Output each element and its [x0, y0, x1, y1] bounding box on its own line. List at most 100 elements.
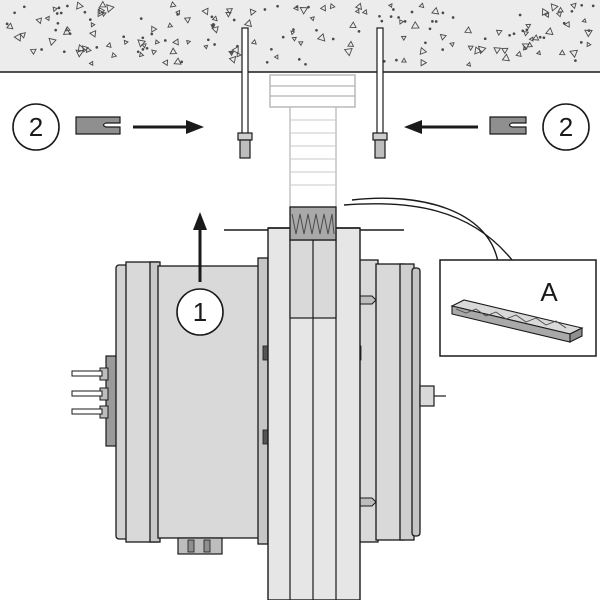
- speckle: [211, 24, 215, 28]
- speckle: [349, 21, 357, 29]
- speckle: [329, 2, 336, 10]
- speckle: [62, 50, 66, 54]
- speckle: [201, 7, 209, 16]
- speckle: [161, 59, 169, 67]
- speckle: [83, 10, 87, 14]
- step-1-marker: 1: [176, 288, 224, 336]
- speckle: [319, 4, 327, 12]
- speckle: [210, 15, 214, 19]
- speckle: [55, 12, 59, 15]
- speckle: [563, 21, 570, 28]
- speckle: [273, 54, 279, 60]
- speckle: [347, 40, 355, 47]
- speckle: [464, 26, 473, 34]
- callout-detail-box: A: [439, 259, 597, 357]
- speckle: [420, 58, 428, 67]
- speckle: [203, 44, 209, 50]
- speckle: [141, 36, 145, 40]
- speckle: [389, 15, 393, 18]
- speckle: [225, 8, 234, 15]
- speckle: [225, 12, 232, 18]
- speckle: [13, 11, 16, 15]
- speckle: [297, 41, 304, 47]
- speckle: [206, 38, 210, 42]
- speckle: [98, 0, 107, 8]
- speckle: [315, 28, 318, 32]
- speckle: [465, 61, 472, 67]
- step-2-right-marker: 2: [542, 103, 590, 151]
- speckle: [428, 27, 432, 31]
- speckle: [52, 6, 59, 13]
- speckle: [57, 6, 61, 10]
- speckle: [136, 50, 140, 54]
- speckle: [451, 16, 455, 19]
- arrow-left-icon: [404, 120, 478, 134]
- slotted-washer-left: [75, 116, 121, 135]
- callout-leader: [343, 197, 513, 263]
- speckle: [151, 49, 158, 56]
- speckle: [85, 46, 92, 54]
- speckle: [169, 1, 177, 8]
- threaded-rod-right: [372, 27, 388, 159]
- speckle: [62, 27, 72, 36]
- speckle: [22, 5, 26, 9]
- speckle: [307, 5, 310, 9]
- speckle: [586, 41, 592, 48]
- speckle: [304, 62, 307, 66]
- speckle: [77, 43, 86, 53]
- speckle: [387, 3, 393, 9]
- slotted-washer-right: [489, 116, 527, 135]
- speckle: [441, 48, 445, 51]
- speckle: [122, 35, 126, 39]
- speckle: [361, 8, 368, 15]
- speckle: [501, 47, 509, 55]
- speckle: [265, 60, 269, 64]
- speckle: [441, 11, 445, 15]
- speckle: [343, 47, 353, 57]
- speckle: [535, 50, 542, 56]
- speckle: [172, 38, 179, 46]
- speckle: [54, 28, 58, 32]
- damper-housing-right: [355, 259, 446, 543]
- speckle: [281, 35, 285, 39]
- speckle: [75, 49, 85, 58]
- speckle: [541, 7, 550, 16]
- speckle: [515, 50, 522, 58]
- speckle: [410, 20, 420, 29]
- damper-housing: [71, 257, 269, 555]
- speckle: [150, 32, 154, 36]
- speckle: [123, 39, 129, 46]
- speckle: [88, 60, 94, 66]
- speckle: [81, 45, 90, 53]
- speckle: [250, 38, 257, 45]
- speckle: [29, 48, 37, 56]
- speckle: [228, 55, 237, 64]
- speckle: [236, 51, 242, 58]
- threaded-rod-left: [237, 27, 253, 159]
- speckle: [309, 16, 315, 22]
- speckle: [35, 17, 43, 25]
- speckle: [570, 2, 577, 10]
- speckle: [580, 3, 584, 7]
- speckle: [431, 6, 440, 15]
- speckle: [211, 25, 219, 34]
- speckle: [183, 17, 192, 24]
- speckle: [401, 57, 407, 63]
- speckle: [581, 17, 587, 23]
- step-2-left-label: 2: [29, 112, 43, 142]
- speckle: [410, 10, 414, 14]
- ghost-mounting-bracket: [269, 74, 356, 208]
- speckle: [382, 59, 386, 63]
- speckle: [154, 39, 161, 45]
- speckle: [139, 17, 143, 20]
- speckle: [419, 46, 428, 56]
- speckle: [574, 59, 577, 62]
- speckle: [544, 12, 550, 19]
- speckle: [13, 33, 22, 42]
- speckle: [518, 13, 522, 17]
- speckle: [295, 5, 299, 9]
- speckle: [167, 22, 174, 28]
- speckle: [88, 29, 97, 38]
- step-2-right-label: 2: [559, 112, 573, 142]
- speckle: [228, 50, 235, 57]
